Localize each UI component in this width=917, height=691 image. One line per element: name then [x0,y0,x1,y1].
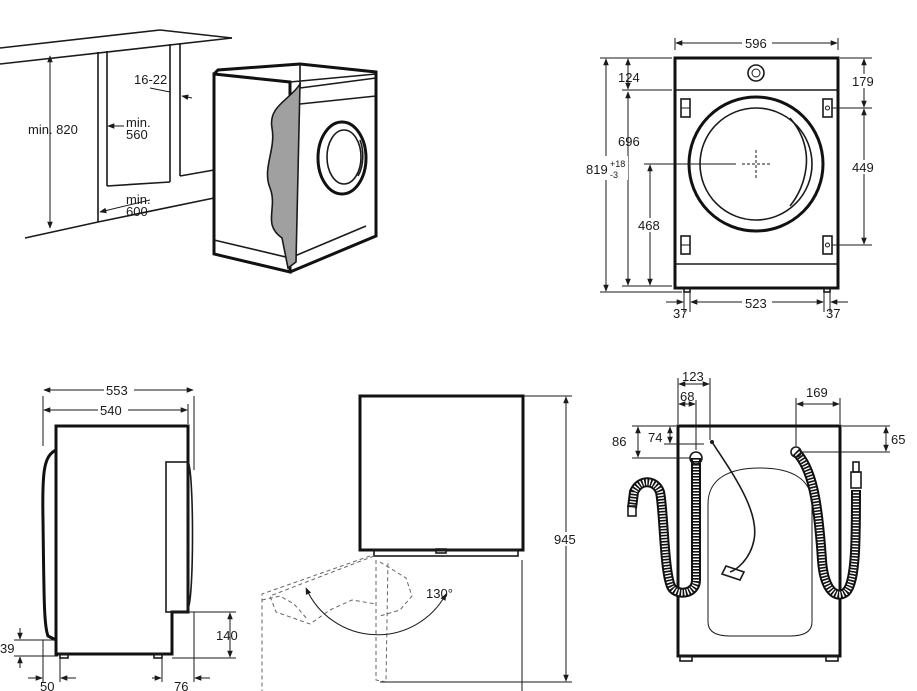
label-depth-min-a: min. [126,192,151,207]
label-recess-height: 140 [216,628,238,643]
label-hinge-spacing: 449 [852,160,874,175]
label-width: 596 [745,36,767,51]
label-width-min-b: 560 [126,127,148,142]
label-height-min: min. 820 [28,122,78,137]
label-drain-x: 68 [680,389,694,404]
label-drain-from-top: 86 [612,434,626,449]
label-total-height: 819 [586,162,608,177]
label-door-center: 468 [638,218,660,233]
rear-view: 123 68 86 74 169 65 [612,369,905,662]
label-inlet2-x: 169 [806,385,828,400]
label-inlet-x: 123 [682,369,704,384]
label-open-height: 945 [554,532,576,547]
label-drain-drop: 74 [648,430,662,445]
side-view: 553 540 140 39 50 76 [0,383,238,691]
label-right-top: 179 [852,74,874,89]
label-opening-angle: 130° [426,586,453,601]
label-inlet2-from-top: 65 [891,432,905,447]
label-foot-right: 37 [826,306,840,321]
label-rear-offset: 76 [174,679,188,691]
door-opening-view: 130° 945 [261,394,582,691]
label-width-min-a: min. [126,115,151,130]
label-depth-min-b: 600 [126,204,148,219]
label-tolerance-plus: +18 [610,159,625,169]
label-tolerance-minus: -3 [610,170,618,180]
label-front-offset: 50 [40,679,54,691]
label-total-depth: 553 [106,383,128,398]
front-view: 596 124 696 819 +18 -3 468 179 449 [584,36,880,321]
label-foot-span: 523 [745,296,767,311]
label-body-height: 696 [618,134,640,149]
label-body-depth: 540 [100,403,122,418]
label-foot-left: 37 [673,306,687,321]
installation-view: min. 820 16-22 min. 560 min. 600 [0,29,378,274]
label-gap: 16-22 [134,72,167,87]
label-top-offset: 124 [618,70,640,85]
label-foot-height: 39 [0,641,14,656]
